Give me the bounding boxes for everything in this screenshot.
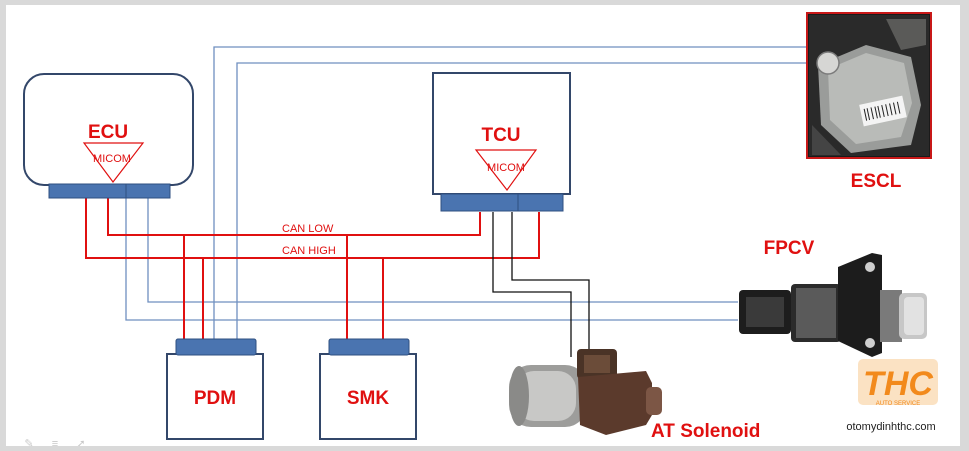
solenoid-wires [492, 212, 590, 357]
at-solenoid-label: AT Solenoid [651, 421, 760, 442]
tcu-box [432, 72, 571, 195]
tcu-label: TCU [481, 125, 520, 146]
thc-logo-text: THC [863, 365, 933, 403]
can-low-line [107, 198, 481, 236]
can-low-label: CAN LOW [282, 223, 334, 235]
ecu-module: ECU MICOM [23, 73, 194, 199]
ecu-connector-right [125, 183, 171, 199]
can-high-label: CAN HIGH [282, 245, 336, 257]
blue-wires [125, 46, 808, 339]
pdm-box [166, 353, 264, 440]
tcu-micom-triangle [474, 149, 538, 192]
solenoid-wire-1 [492, 212, 572, 357]
fpcv-wire-1 [147, 198, 738, 303]
tcu-module: TCU MICOM [432, 72, 571, 212]
ecu-connector-left [48, 183, 127, 199]
ecu-micom-label: MICOM [93, 153, 131, 165]
ecu-micom-triangle [82, 142, 145, 183]
escl-photo [806, 12, 932, 159]
escl-label: ESCL [851, 171, 902, 192]
can-high-line [85, 198, 540, 259]
solenoid-wire-2 [511, 212, 590, 357]
smk-box [319, 353, 417, 440]
pen-icon[interactable]: ✎ [24, 438, 34, 446]
pdm-module: PDM [166, 338, 264, 440]
fpcv-wire-2 [125, 198, 738, 321]
can-wires [85, 198, 540, 339]
escl-wire-1 [213, 46, 808, 339]
fpcv-label: FPCV [764, 238, 815, 259]
at-solenoid-illustration [509, 349, 662, 435]
slide-toolbar: ✎ ≡ ➚ [22, 438, 88, 446]
tcu-connector-right [517, 193, 564, 212]
arrow-icon[interactable]: ➚ [76, 438, 86, 446]
menu-icon[interactable]: ≡ [51, 438, 59, 446]
watermark-site: otomydinhthc.com [846, 421, 935, 433]
smk-module: SMK [319, 338, 417, 440]
tcu-micom-label: MICOM [487, 162, 525, 174]
smk-connector [328, 338, 410, 356]
thc-logo: THC AUTO SERVICE [858, 359, 938, 407]
diagram-slide: ECU MICOM TCU MICOM PDM SMK CAN LOW CAN … [6, 5, 960, 446]
escl-wire-2 [236, 62, 808, 339]
tcu-connector-left [440, 193, 519, 212]
fpcv-illustration [739, 253, 927, 357]
thc-logo-tagline: AUTO SERVICE [876, 401, 920, 407]
ecu-label: ECU [88, 122, 128, 143]
wiring-diagram: ECU MICOM TCU MICOM PDM SMK CAN LOW CAN … [23, 12, 938, 442]
pdm-label: PDM [194, 388, 236, 409]
pdm-connector [175, 338, 257, 356]
smk-label: SMK [347, 388, 390, 409]
